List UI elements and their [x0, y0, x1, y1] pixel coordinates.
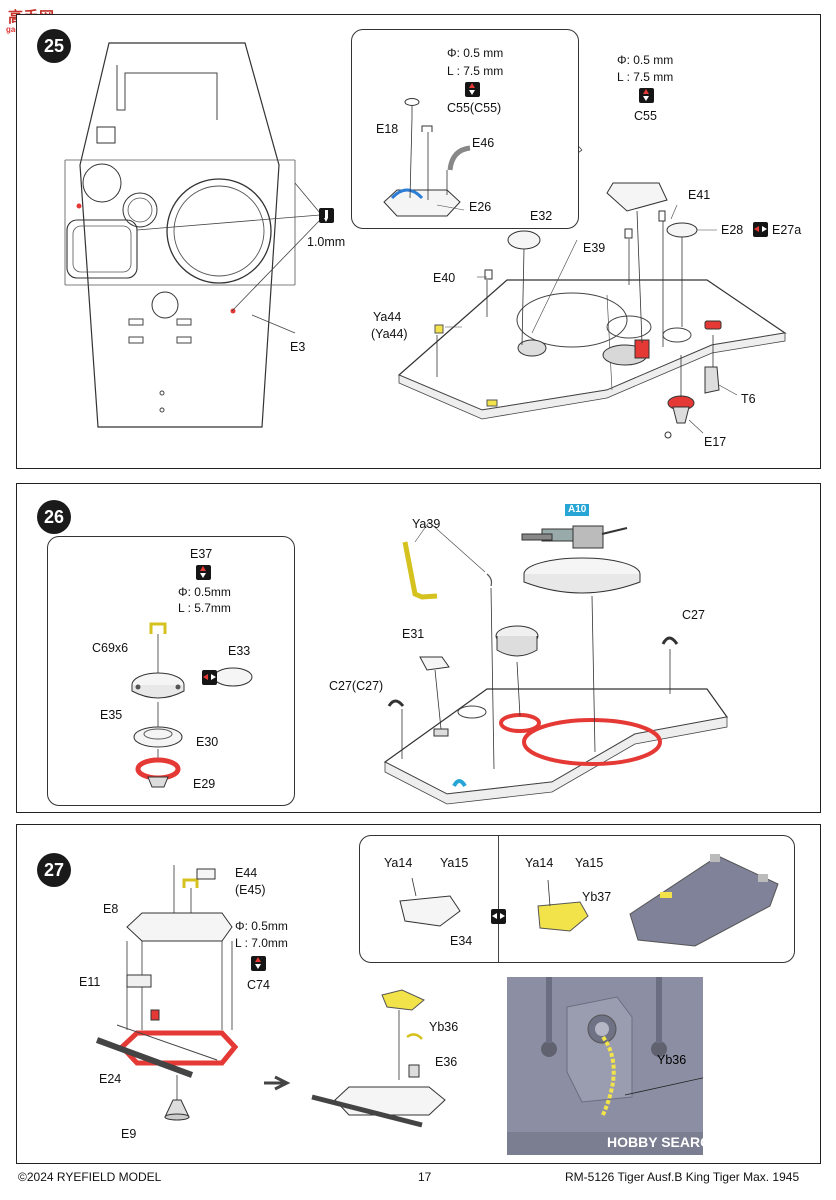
part-e46-label: E46 — [472, 136, 495, 150]
part-e41-label: E41 — [688, 188, 711, 202]
part-e32-label: E32 — [530, 209, 553, 223]
step-27-badge: 27 — [37, 853, 71, 887]
turret-deck-drawing — [383, 521, 729, 805]
part-e33-label: E33 — [228, 644, 251, 658]
part-e35-label: E35 — [100, 708, 123, 722]
pin-diameter-27-label: Φ: 0.5mm — [235, 919, 288, 933]
part-e27a-label: E27a — [772, 223, 802, 237]
step-26-badge: 26 — [37, 500, 71, 534]
footer-kit-title: RM-5126 Tiger Ausf.B King Tiger Max. 194… — [565, 1170, 800, 1184]
pin-diameter-26-label: Φ: 0.5mm — [178, 585, 231, 599]
detail-divider — [498, 836, 499, 962]
part-a10-tag: A10 — [565, 504, 590, 516]
part-c69-label: C69x6 — [92, 641, 129, 655]
part-c27-label: C27 — [682, 608, 705, 622]
part-c74-label: C74 — [247, 978, 270, 992]
part-e36-label: E36 — [435, 1055, 458, 1069]
part-e8-label: E8 — [103, 902, 119, 916]
part-c55-pair-label: C55(C55) — [447, 101, 502, 115]
part-e17-label: E17 — [704, 435, 727, 449]
drill-hole-icon — [319, 208, 334, 223]
part-e45-pair-label: (E45) — [235, 883, 266, 897]
flip-updown-icon-27 — [251, 956, 266, 971]
part-c27-pair-label: C27(C27) — [329, 679, 384, 693]
part-ya14-right-label: Ya14 — [525, 856, 554, 870]
step-26-panel: 26 E37 Φ: 0.5mm L : 5.7mm C69x6 E33 E35 … — [16, 483, 821, 813]
part-yb36-label: Yb36 — [429, 1020, 459, 1034]
part-c55-label: C55 — [634, 109, 657, 123]
step-27-panel: 27 E44 (E45) E8 Φ: 0.5mm L : 7.0mm C74 E… — [16, 824, 821, 1164]
part-e40-label: E40 — [433, 271, 456, 285]
flip-updown-icon-right — [639, 88, 654, 103]
step-25-badge: 25 — [37, 29, 71, 63]
reference-photo-drawing — [507, 977, 703, 1155]
step-26-detail-box: E37 Φ: 0.5mm L : 5.7mm C69x6 E33 E35 E30… — [47, 536, 295, 806]
pin-length-right-label: L : 7.5 mm — [617, 70, 674, 84]
hatch-frame-drawing — [95, 865, 446, 1128]
footer-copyright: ©2024 RYEFIELD MODEL — [18, 1170, 162, 1184]
pin-diameter-label: Φ: 0.5 mm — [447, 46, 504, 60]
hull-top-plate-drawing — [64, 42, 583, 428]
swap-arrows-icon-27 — [491, 909, 506, 924]
part-e28-label: E28 — [721, 223, 744, 237]
pin-length-27-label: L : 7.0mm — [235, 936, 288, 950]
part-ya44-pair-label: (Ya44) — [371, 327, 408, 341]
hatch-plate-drawing — [399, 854, 779, 947]
commander-hatch-drawing — [131, 622, 253, 788]
part-e44-label: E44 — [235, 866, 258, 880]
flip-updown-icon-26 — [196, 565, 211, 580]
part-e18-label: E18 — [376, 122, 399, 136]
part-ya39-label: Ya39 — [412, 517, 441, 531]
drill-size-label: 1.0mm — [307, 235, 346, 249]
step-27-detail-box: Ya14 Ya15 E34 Ya14 Ya15 Yb37 — [359, 835, 795, 963]
step-25-detail-box: Φ: 0.5 mm L : 7.5 mm C55(C55) E18 E46 E2… — [351, 29, 579, 229]
reference-photo: Yb36 HOBBY SEARCH — [507, 977, 703, 1155]
photo-yb36-label: Yb36 — [657, 1053, 687, 1067]
part-e24-label: E24 — [99, 1072, 122, 1086]
part-ya15-right-label: Ya15 — [575, 856, 604, 870]
part-e34-label: E34 — [450, 934, 473, 948]
footer-page-number: 17 — [418, 1170, 432, 1184]
part-e30-label: E30 — [196, 735, 219, 749]
part-e3-label: E3 — [290, 340, 306, 354]
part-ya44-label: Ya44 — [373, 310, 402, 324]
part-e37-label: E37 — [190, 547, 213, 561]
hull-deck-drawing — [397, 182, 787, 439]
step-25-panel: 25 — [16, 14, 821, 469]
swap-arrows-icon-26 — [202, 670, 217, 685]
part-e39-label: E39 — [583, 241, 606, 255]
part-e26-label: E26 — [469, 200, 492, 214]
part-t6-label: T6 — [741, 392, 756, 406]
part-e29-label: E29 — [193, 777, 216, 791]
pin-length-label: L : 7.5 mm — [447, 64, 504, 78]
detail-hatch-drawing — [383, 98, 471, 217]
part-ya14-left-label: Ya14 — [384, 856, 413, 870]
hobby-search-watermark: HOBBY SEARCH — [607, 1134, 703, 1150]
flip-updown-icon — [465, 82, 480, 97]
swap-arrows-icon — [753, 222, 768, 237]
part-e11-label: E11 — [79, 975, 101, 989]
part-e9-label: E9 — [121, 1127, 137, 1141]
pin-length-26-label: L : 5.7mm — [178, 601, 231, 615]
pin-diameter-right-label: Φ: 0.5 mm — [617, 53, 674, 67]
part-yb37-label: Yb37 — [582, 890, 612, 904]
part-ya15-left-label: Ya15 — [440, 856, 469, 870]
part-e31-label: E31 — [402, 627, 425, 641]
